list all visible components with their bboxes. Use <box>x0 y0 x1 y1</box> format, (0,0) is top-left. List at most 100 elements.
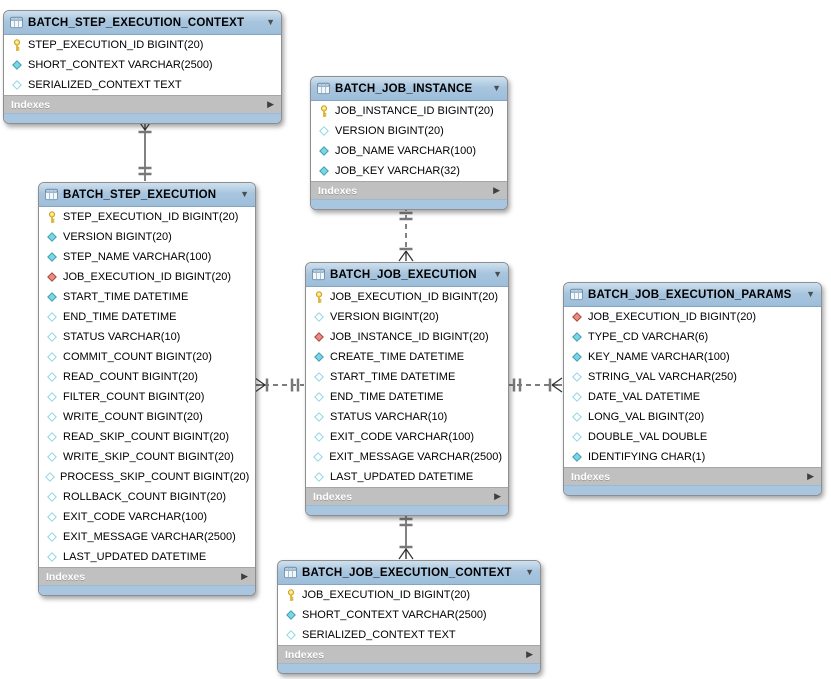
column-row[interactable]: SERIALIZED_CONTEXT TEXT <box>4 75 281 95</box>
indexes-bar[interactable]: Indexes▶ <box>4 95 281 113</box>
column-row[interactable]: ROLLBACK_COUNT BIGINT(20) <box>39 487 255 507</box>
column-definition: EXIT_MESSAGE VARCHAR(2500) <box>329 451 502 463</box>
column-row[interactable]: JOB_NAME VARCHAR(100) <box>311 141 507 161</box>
diamond-filled-icon <box>45 232 58 242</box>
table-columns: STEP_EXECUTION_ID BIGINT(20)SHORT_CONTEX… <box>4 35 281 95</box>
column-row[interactable]: READ_SKIP_COUNT BIGINT(20) <box>39 427 255 447</box>
collapse-caret-icon[interactable]: ▼ <box>240 189 249 199</box>
collapse-caret-icon[interactable]: ▼ <box>266 17 275 27</box>
column-row[interactable]: STATUS VARCHAR(10) <box>306 407 508 427</box>
column-row[interactable]: LAST_UPDATED DATETIME <box>306 467 508 487</box>
table-header-batch-step-execution[interactable]: BATCH_STEP_EXECUTION ▼ <box>39 183 255 207</box>
column-row[interactable]: JOB_EXECUTION_ID BIGINT(20) <box>39 267 255 287</box>
column-row[interactable]: IDENTIFYING CHAR(1) <box>564 447 821 467</box>
table-batch-job-instance[interactable]: BATCH_JOB_INSTANCE▼JOB_INSTANCE_ID BIGIN… <box>310 76 508 210</box>
indexes-bar[interactable]: Indexes ▶ <box>306 487 508 505</box>
table-batch-step-execution-context[interactable]: BATCH_STEP_EXECUTION_CONTEXT▼STEP_EXECUT… <box>3 10 282 124</box>
column-row[interactable]: JOB_INSTANCE_ID BIGINT(20) <box>306 327 508 347</box>
relationship-job-execution--job-execution-context[interactable] <box>398 512 414 560</box>
column-row[interactable]: EXIT_MESSAGE VARCHAR(2500) <box>39 527 255 547</box>
table-batch-job-execution[interactable]: BATCH_JOB_EXECUTION▼JOB_EXECUTION_ID BIG… <box>305 262 509 516</box>
column-row[interactable]: JOB_KEY VARCHAR(32) <box>311 161 507 181</box>
column-row[interactable]: STEP_EXECUTION_ID BIGINT(20) <box>39 207 255 227</box>
column-row[interactable]: DATE_VAL DATETIME <box>564 387 821 407</box>
column-row[interactable]: SHORT_CONTEXT VARCHAR(2500) <box>4 55 281 75</box>
table-batch-step-execution[interactable]: BATCH_STEP_EXECUTION ▼ STEP_EXECUTION_ID B… <box>38 182 256 596</box>
table-icon <box>317 82 330 95</box>
table-header-batch-job-execution[interactable]: BATCH_JOB_EXECUTION▼ <box>306 263 508 287</box>
column-row[interactable]: EXIT_CODE VARCHAR(100) <box>306 427 508 447</box>
column-row[interactable]: SHORT_CONTEXT VARCHAR(2500) <box>278 605 540 625</box>
indexes-bar[interactable]: Indexes▶ <box>564 467 821 485</box>
indexes-bar[interactable]: Indexes▶ <box>278 645 540 663</box>
column-row[interactable]: JOB_EXECUTION_ID BIGINT(20) <box>306 287 508 307</box>
column-row[interactable]: FILTER_COUNT BIGINT(20) <box>39 387 255 407</box>
column-row[interactable]: SERIALIZED_CONTEXT TEXT <box>278 625 540 645</box>
collapse-caret-icon[interactable]: ▼ <box>492 83 501 93</box>
column-row[interactable]: VERSION BIGINT(20) <box>311 121 507 141</box>
column-row[interactable]: JOB_EXECUTION_ID BIGINT(20) <box>278 585 540 605</box>
table-header-batch-job-instance[interactable]: BATCH_JOB_INSTANCE▼ <box>311 77 507 101</box>
expand-arrow-icon[interactable]: ▶ <box>493 185 500 195</box>
diamond-filled-icon <box>45 252 58 262</box>
column-row[interactable]: COMMIT_COUNT BIGINT(20) <box>39 347 255 367</box>
column-row[interactable]: PROCESS_SKIP_COUNT BIGINT(20) <box>39 467 255 487</box>
column-row[interactable]: END_TIME DATETIME <box>39 307 255 327</box>
column-row[interactable]: CREATE_TIME DATETIME <box>306 347 508 367</box>
column-row[interactable]: KEY_NAME VARCHAR(100) <box>564 347 821 367</box>
column-row[interactable]: WRITE_COUNT BIGINT(20) <box>39 407 255 427</box>
collapse-caret-icon[interactable]: ▼ <box>493 269 502 279</box>
column-row[interactable]: JOB_INSTANCE_ID BIGINT(20) <box>311 101 507 121</box>
column-row[interactable]: VERSION BIGINT(20) <box>306 307 508 327</box>
column-row[interactable]: JOB_EXECUTION_ID BIGINT(20) <box>564 307 821 327</box>
column-definition: IDENTIFYING CHAR(1) <box>588 451 706 463</box>
collapse-caret-icon[interactable]: ▼ <box>806 289 815 299</box>
column-row[interactable]: STEP_EXECUTION_ID BIGINT(20) <box>4 35 281 55</box>
indexes-bar[interactable]: Indexes ▶ <box>39 567 255 585</box>
column-row[interactable]: VERSION BIGINT(20) <box>39 227 255 247</box>
primary-key-icon <box>312 290 325 304</box>
column-definition: WRITE_SKIP_COUNT BIGINT(20) <box>63 451 234 463</box>
column-definition: END_TIME DATETIME <box>330 391 444 403</box>
diamond-outline-icon <box>45 512 58 522</box>
column-row[interactable]: READ_COUNT BIGINT(20) <box>39 367 255 387</box>
column-definition: VERSION BIGINT(20) <box>335 125 444 137</box>
column-definition: JOB_EXECUTION_ID BIGINT(20) <box>302 589 471 601</box>
expand-arrow-icon[interactable]: ▶ <box>807 471 814 481</box>
table-footer <box>4 113 281 123</box>
relationship-job-instance--job-execution[interactable] <box>398 206 414 262</box>
expand-arrow-icon[interactable]: ▶ <box>241 571 248 581</box>
column-row[interactable]: LAST_UPDATED DATETIME <box>39 547 255 567</box>
table-header-batch-job-execution-context[interactable]: BATCH_JOB_EXECUTION_CONTEXT▼ <box>278 561 540 585</box>
column-row[interactable]: START_TIME DATETIME <box>39 287 255 307</box>
indexes-label: Indexes <box>46 570 86 583</box>
column-row[interactable]: EXIT_MESSAGE VARCHAR(2500) <box>306 447 508 467</box>
collapse-caret-icon[interactable]: ▼ <box>525 567 534 577</box>
column-row[interactable]: DOUBLE_VAL DOUBLE <box>564 427 821 447</box>
table-batch-job-execution-params[interactable]: BATCH_JOB_EXECUTION_PARAMS ▼ JOB_EXECUTION… <box>563 282 822 496</box>
column-row[interactable]: STEP_NAME VARCHAR(100) <box>39 247 255 267</box>
column-definition: DOUBLE_VAL DOUBLE <box>588 431 708 443</box>
column-row[interactable]: EXIT_CODE VARCHAR(100) <box>39 507 255 527</box>
column-row[interactable]: LONG_VAL BIGINT(20) <box>564 407 821 427</box>
expand-arrow-icon[interactable]: ▶ <box>267 99 274 109</box>
table-header-batch-job-execution-params[interactable]: BATCH_JOB_EXECUTION_PARAMS ▼ <box>564 283 821 307</box>
table-title: BATCH_STEP_EXECUTION <box>63 188 217 201</box>
expand-arrow-icon[interactable]: ▶ <box>494 491 501 501</box>
relationship-step-execution-context--step-execution[interactable] <box>137 119 153 181</box>
indexes-label: Indexes <box>313 490 353 503</box>
column-row[interactable]: WRITE_SKIP_COUNT BIGINT(20) <box>39 447 255 467</box>
column-row[interactable]: START_TIME DATETIME <box>306 367 508 387</box>
expand-arrow-icon[interactable]: ▶ <box>526 649 533 659</box>
table-batch-job-execution-context[interactable]: BATCH_JOB_EXECUTION_CONTEXT▼ JOB_EXECUTIO… <box>277 560 541 674</box>
column-row[interactable]: TYPE_CD VARCHAR(6) <box>564 327 821 347</box>
column-row[interactable]: STRING_VAL VARCHAR(250) <box>564 367 821 387</box>
indexes-bar[interactable]: Indexes▶ <box>311 181 507 199</box>
relationship-step-execution--job-execution[interactable] <box>254 377 304 393</box>
table-title: BATCH_JOB_EXECUTION_PARAMS <box>588 288 792 301</box>
table-header-batch-step-execution-context[interactable]: BATCH_STEP_EXECUTION_CONTEXT▼ <box>4 11 281 35</box>
relationship-job-execution--job-execution-params[interactable] <box>508 377 563 393</box>
table-icon <box>312 268 325 281</box>
column-row[interactable]: END_TIME DATETIME <box>306 387 508 407</box>
column-row[interactable]: STATUS VARCHAR(10) <box>39 327 255 347</box>
